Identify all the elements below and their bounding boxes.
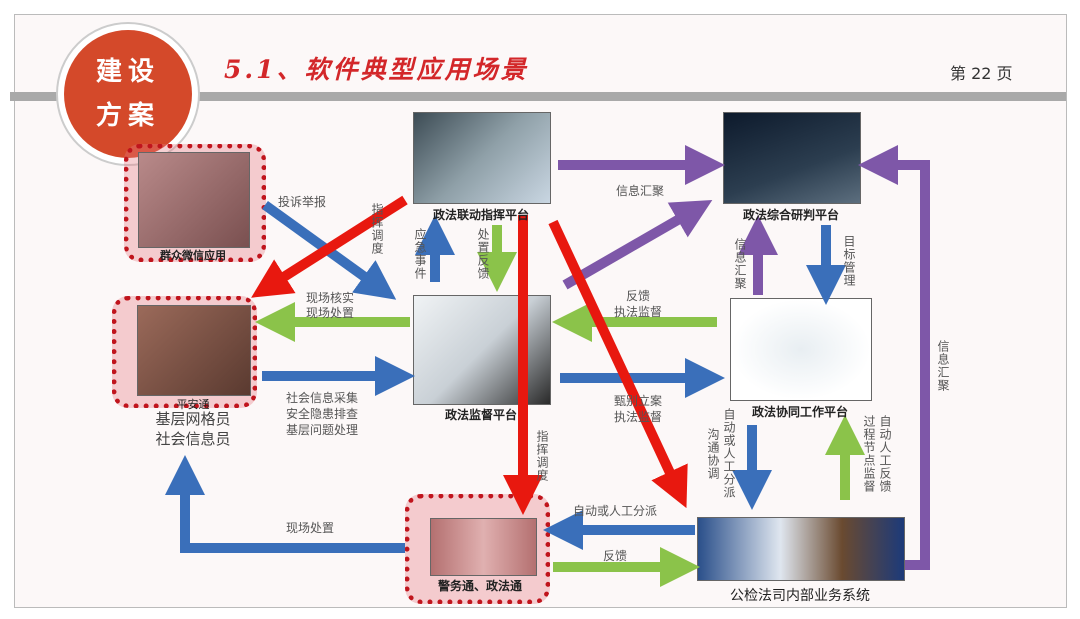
label-dispatch1: 指挥调度: [370, 203, 384, 255]
label-screen1: 甄别立案: [613, 394, 663, 408]
label-fb2: 执法监督: [613, 305, 663, 319]
arrow-dispatch-grid: [251, 195, 408, 298]
node-wechat: 群众微信应用: [160, 249, 226, 262]
label-auto-assign-h: 自动或人工分派: [572, 504, 658, 518]
label-collect3: 基层问题处理: [285, 423, 359, 437]
arrow-command-internal: [548, 219, 688, 509]
police-app-image: [430, 518, 537, 576]
label-feedback-handle: 处置反馈: [476, 228, 490, 280]
node-supervise: 政法监督平台: [444, 408, 518, 422]
arrow-onsite: [165, 455, 405, 553]
node-pingan: 平安通: [176, 398, 210, 411]
label-target: 目标管理: [842, 235, 856, 287]
label-verify2: 现场处置: [305, 306, 355, 320]
research-center-photo: [723, 112, 861, 204]
label-collect2: 安全隐患排查: [285, 407, 359, 421]
grid-photo: [137, 305, 251, 396]
node-command: 政法联动指挥平台: [432, 208, 530, 222]
label-auto-assign-v: 自动或人工分派: [722, 408, 736, 499]
page-title: 5.1、软件典型应用场景: [224, 55, 529, 84]
label-collect1: 社会信息采集: [285, 391, 359, 405]
collab-diagram-image: [730, 298, 872, 401]
node-info-worker: 社会信息员: [155, 430, 231, 448]
label-complaint: 投诉举报: [277, 195, 327, 209]
label-verify1: 现场核实: [305, 291, 355, 305]
label-dispatch2: 指挥调度: [535, 430, 549, 482]
label-auto-fb: 自动人工反馈: [878, 415, 892, 493]
node-research: 政法综合研判平台: [742, 208, 840, 222]
label-communicate: 沟通协调: [706, 428, 720, 480]
badge-line2: 方案: [95, 101, 160, 131]
label-node-sup: 过程节点监督: [862, 415, 876, 493]
node-police: 警务通、政法通: [437, 579, 523, 593]
node-grid-worker: 基层网格员: [155, 410, 231, 428]
section-badge: 建设方案: [56, 22, 200, 166]
label-screen2: 执法监督: [613, 410, 663, 424]
label-feedback: 反馈: [602, 549, 628, 563]
label-info-gather-top: 信息汇聚: [615, 184, 665, 198]
node-internal: 公检法司内部业务系统: [730, 588, 870, 604]
page-number: 第 22 页: [950, 64, 1013, 83]
node-collab: 政法协同工作平台: [751, 405, 849, 419]
label-fb1: 反馈: [625, 289, 651, 303]
label-onsite: 现场处置: [285, 521, 335, 535]
label-emergency: 应急事件: [413, 228, 427, 280]
wechat-photo: [138, 152, 250, 248]
label-info-gather-mid: 信息汇聚: [733, 238, 747, 290]
badge-line1: 建设: [95, 57, 160, 87]
label-info-gather-right: 信息汇聚: [936, 340, 950, 392]
arrow-info-gather-right: [858, 145, 930, 570]
command-center-photo: [413, 112, 551, 204]
header-divider: [10, 92, 1066, 101]
arrow-supervise-to-research: [562, 200, 713, 290]
